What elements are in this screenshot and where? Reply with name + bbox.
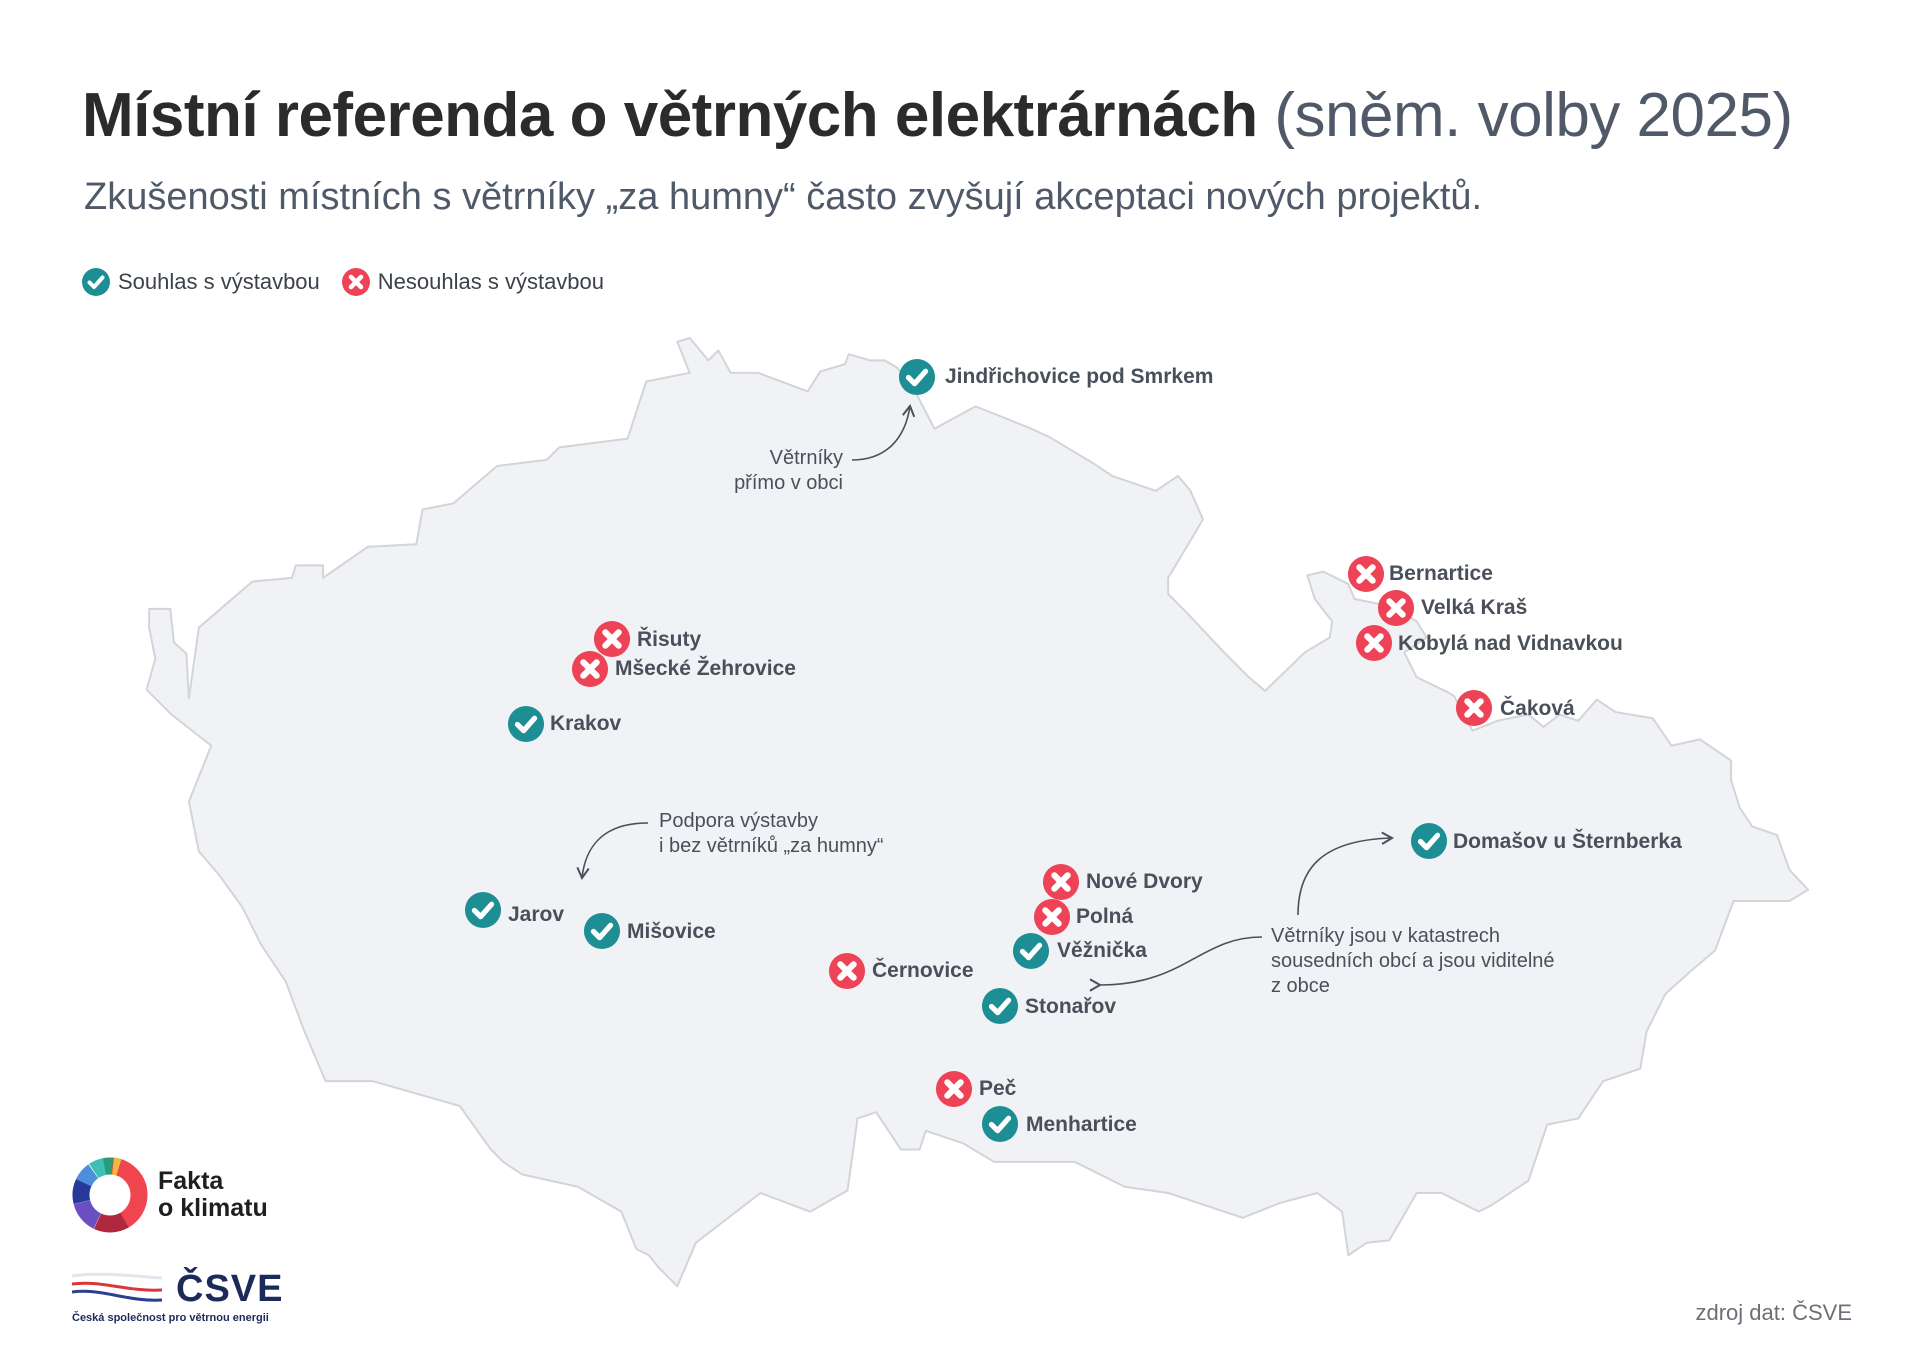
label-menhartice: Menhartice xyxy=(1026,1113,1137,1136)
label-domasov: Domašov u Šternberka xyxy=(1453,830,1682,853)
marker-misovice[interactable] xyxy=(584,913,620,949)
logo-csve: ČSVE Česká společnost pro větrnou energi… xyxy=(71,1268,282,1324)
annotation-arrow-direct xyxy=(851,403,916,461)
marker-jarov[interactable] xyxy=(465,892,501,928)
csve-abbr: ČSVE xyxy=(176,1268,284,1310)
title-suffix: (sněm. volby 2025) xyxy=(1274,81,1793,150)
csve-waves-icon xyxy=(71,1272,163,1302)
label-jarov: Jarov xyxy=(508,903,565,926)
country-outline xyxy=(145,337,1810,1288)
marker-veznicka[interactable] xyxy=(1013,933,1049,969)
title-main: Místní referenda o větrných elektrárnách xyxy=(82,81,1258,150)
label-risuty: Řisuty xyxy=(637,628,702,651)
label-krakov: Krakov xyxy=(550,712,622,735)
marker-pec[interactable] xyxy=(936,1071,972,1107)
label-msecke-zehrovice: Mšecké Žehrovice xyxy=(615,657,796,680)
annotation-arrow-neighbor-up xyxy=(1297,831,1395,916)
label-jindrichovice: Jindřichovice pod Smrkem xyxy=(945,365,1214,388)
annotation-without: Podpora výstavby i bez větrníků „za humn… xyxy=(659,810,884,857)
label-kobyla: Kobylá nad Vidnavkou xyxy=(1398,632,1623,655)
label-bernartice: Bernartice xyxy=(1389,562,1493,585)
marker-polna[interactable] xyxy=(1034,899,1070,935)
legend: Souhlas s výstavbou Nesouhlas s výstavbo… xyxy=(82,268,626,296)
page-subtitle: Zkušenosti místních s větrníky „za humny… xyxy=(84,176,1483,218)
marker-kobyla[interactable] xyxy=(1356,625,1392,661)
marker-msecke-zehrovice[interactable] xyxy=(572,651,608,687)
legend-item-approve: Souhlas s výstavbou xyxy=(82,268,320,296)
marker-domasov[interactable] xyxy=(1411,823,1447,859)
fakta-line2: o klimatu xyxy=(158,1194,268,1222)
legend-item-reject: Nesouhlas s výstavbou xyxy=(341,268,605,296)
label-polna: Polná xyxy=(1076,905,1134,928)
label-misovice: Mišovice xyxy=(627,920,716,943)
marker-menhartice[interactable] xyxy=(982,1106,1018,1142)
marker-krakov[interactable] xyxy=(508,706,544,742)
donut-logo-icon xyxy=(72,1157,148,1233)
logo-fakta-o-klimatu: Fakta o klimatu xyxy=(72,1157,268,1233)
page-title: Místní referenda o větrných elektrárnách… xyxy=(82,76,1793,156)
marker-cernovice[interactable] xyxy=(829,953,865,989)
marker-velka-kras[interactable] xyxy=(1378,590,1414,626)
annotation-arrow-neighbor-left xyxy=(1097,936,1263,992)
annotation-neighbor: Větrníky jsou v katastrech sousedních ob… xyxy=(1271,925,1555,997)
annotation-arrow-without xyxy=(576,822,649,881)
label-cakova: Čaková xyxy=(1500,697,1575,720)
x-circle-icon xyxy=(341,268,370,296)
marker-cakova[interactable] xyxy=(1456,690,1492,726)
annotation-direct: Větrníky přímo v obci xyxy=(734,447,843,494)
label-pec: Peč xyxy=(979,1077,1017,1100)
marker-bernartice[interactable] xyxy=(1348,556,1384,592)
marker-jindrichovice[interactable] xyxy=(899,359,935,395)
data-source: zdroj dat: ČSVE xyxy=(1695,1300,1852,1325)
marker-nove-dvory[interactable] xyxy=(1043,864,1079,900)
label-stonarov: Stonařov xyxy=(1025,995,1117,1018)
csve-full-name: Česká společnost pro větrnou energii xyxy=(72,1312,269,1324)
legend-label-reject: Nesouhlas s výstavbou xyxy=(377,269,605,294)
marker-stonarov[interactable] xyxy=(982,988,1018,1024)
label-cernovice: Černovice xyxy=(872,959,974,982)
check-circle-icon xyxy=(82,268,110,296)
fakta-line1: Fakta xyxy=(158,1167,224,1195)
label-nove-dvory: Nové Dvory xyxy=(1086,870,1203,893)
label-velka-kras: Velká Kraš xyxy=(1421,596,1528,619)
marker-risuty[interactable] xyxy=(594,621,630,657)
label-veznicka: Věžnička xyxy=(1057,939,1147,962)
legend-label-approve: Souhlas s výstavbou xyxy=(118,269,320,294)
